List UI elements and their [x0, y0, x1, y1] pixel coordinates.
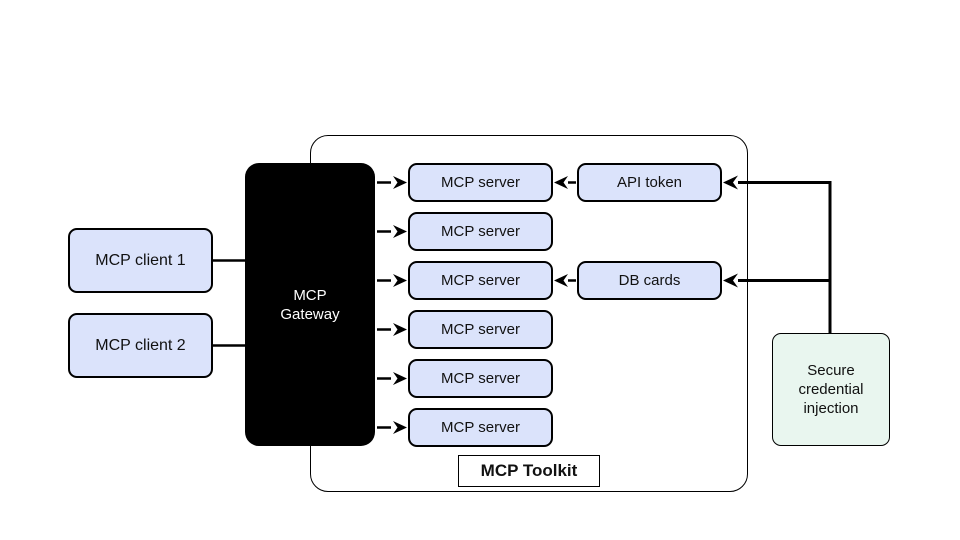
- api-token-label: API token: [616, 174, 683, 191]
- secure-credential-injection-label: Secure credential injection: [798, 362, 864, 417]
- mcp-server-3-box: MCP server: [408, 261, 553, 300]
- arrowhead-right-icon: [393, 274, 407, 287]
- mcp-client-1-box: MCP client 1: [68, 228, 213, 293]
- mcp-server-6-label: MCP server: [441, 419, 520, 436]
- arrowhead-right-icon: [393, 372, 407, 385]
- mcp-client-1-label: MCP client 1: [95, 251, 186, 269]
- connector-secure-apitoken: [738, 181, 832, 334]
- arrowhead-left-icon: [723, 175, 738, 190]
- arrowhead-left-icon: [554, 274, 568, 287]
- arrowhead-left-icon: [723, 273, 738, 288]
- arrowhead-left-icon: [554, 176, 568, 189]
- mcp-server-3-label: MCP server: [441, 272, 520, 289]
- mcp-server-4-label: MCP server: [441, 321, 520, 338]
- mcp-server-5-label: MCP server: [441, 370, 520, 387]
- mcp-server-2-label: MCP server: [441, 223, 520, 240]
- mcp-gateway-box: MCP Gateway: [245, 163, 375, 446]
- db-cards-box: DB cards: [577, 261, 722, 300]
- api-token-box: API token: [577, 163, 722, 202]
- mcp-server-4-box: MCP server: [408, 310, 553, 349]
- arrowhead-right-icon: [393, 225, 407, 238]
- arrowhead-right-icon: [393, 421, 407, 434]
- db-cards-label: DB cards: [618, 272, 681, 289]
- mcp-server-1-label: MCP server: [441, 174, 520, 191]
- mcp-gateway-label: MCP Gateway: [280, 286, 340, 323]
- mcp-server-1-box: MCP server: [408, 163, 553, 202]
- secure-credential-injection-box: Secure credential injection: [772, 333, 890, 446]
- arrowhead-right-icon: [393, 176, 407, 189]
- mcp-server-2-box: MCP server: [408, 212, 553, 251]
- mcp-client-2-box: MCP client 2: [68, 313, 213, 378]
- mcp-toolkit-label: MCP Toolkit: [480, 461, 578, 480]
- arrowhead-right-icon: [393, 323, 407, 336]
- mcp-server-6-box: MCP server: [408, 408, 553, 447]
- mcp-toolkit-label-box: MCP Toolkit: [458, 455, 600, 487]
- mcp-server-5-box: MCP server: [408, 359, 553, 398]
- mcp-client-2-label: MCP client 2: [95, 336, 186, 354]
